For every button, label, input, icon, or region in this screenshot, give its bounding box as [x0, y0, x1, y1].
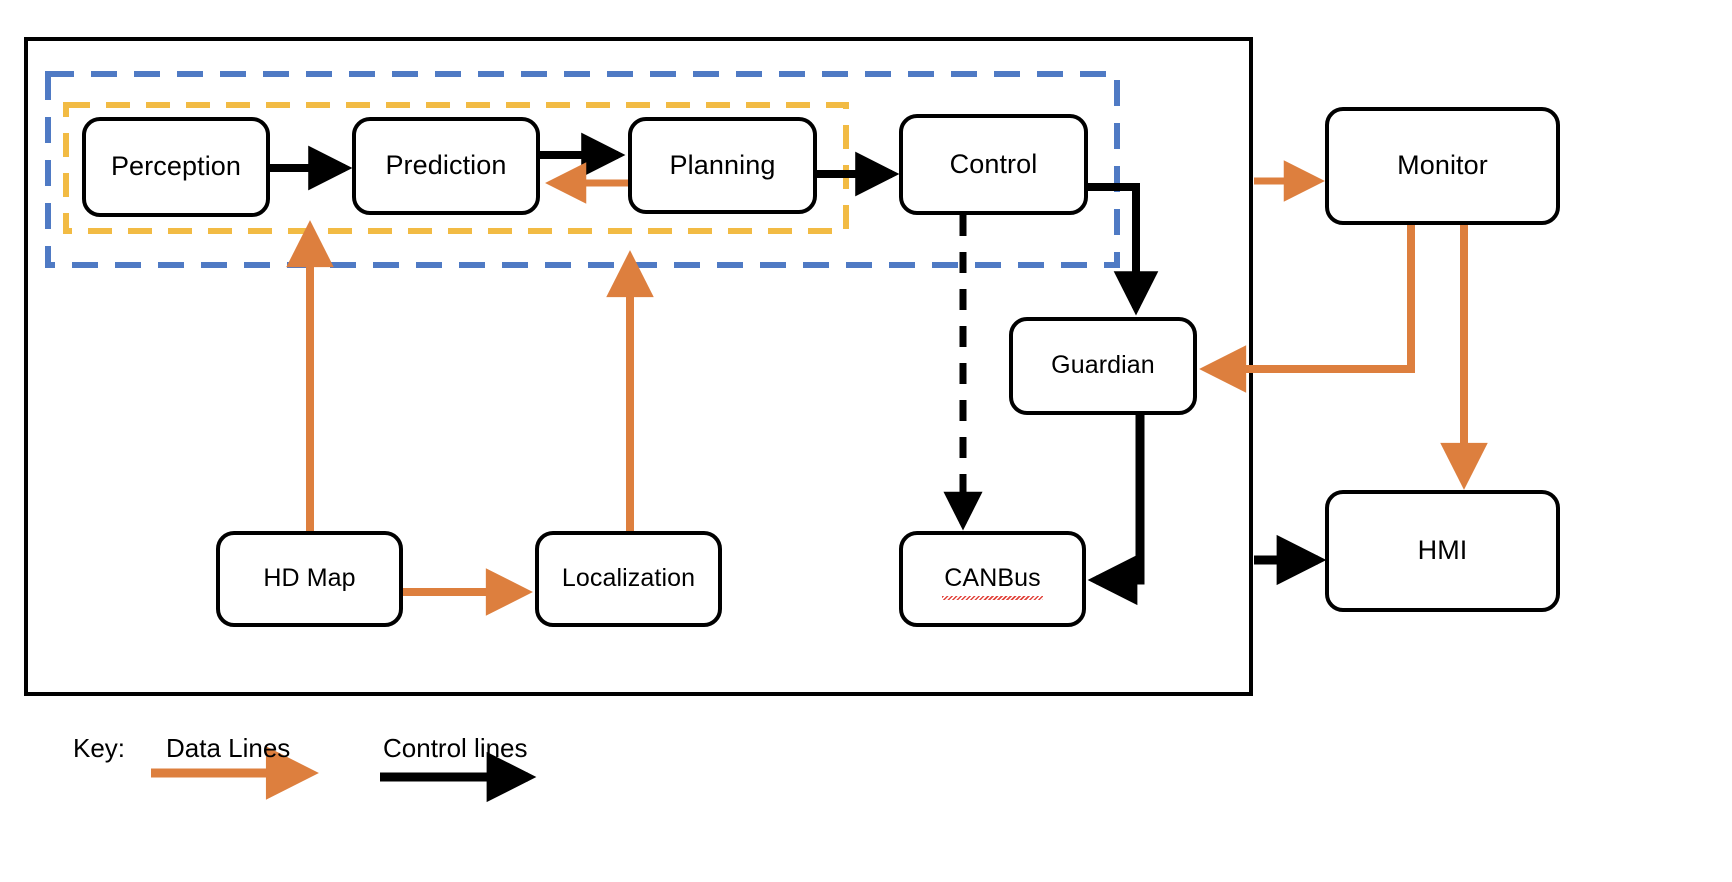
node-prediction-label: Prediction: [385, 150, 507, 181]
edge-monitor-to-guardian: [1199, 224, 1415, 393]
blue-dashed-group-rect: [45, 71, 1120, 268]
node-guardian[interactable]: Guardian: [1009, 317, 1197, 415]
node-control-label: Control: [949, 148, 1038, 179]
edge-control-to-guardian: [1088, 183, 1159, 316]
node-control[interactable]: Control: [899, 114, 1088, 215]
node-guardian-label: Guardian: [1051, 351, 1155, 380]
node-hmi[interactable]: HMI: [1325, 490, 1560, 612]
node-canbus[interactable]: CANBus: [899, 531, 1086, 627]
node-localization[interactable]: Localization: [535, 531, 722, 627]
key-title: Key:: [73, 733, 126, 763]
edge-guardian-to-canbus: [1087, 414, 1145, 606]
node-hmi-label: HMI: [1417, 535, 1468, 566]
node-canbus-label: CANBus: [942, 564, 1044, 600]
node-perception-label: Perception: [110, 151, 242, 182]
node-prediction[interactable]: Prediction: [352, 117, 540, 215]
node-monitor[interactable]: Monitor: [1325, 107, 1560, 225]
node-planning-label: Planning: [669, 149, 776, 180]
node-monitor-label: Monitor: [1397, 150, 1488, 181]
node-perception[interactable]: Perception: [82, 117, 270, 217]
key-data-lines-label: Data Lines: [166, 733, 291, 763]
yellow-dashed-group-rect: [63, 102, 849, 234]
node-hd-map[interactable]: HD Map: [216, 531, 403, 627]
node-localization-label: Localization: [561, 564, 696, 593]
key-control-lines-label: Control lines: [383, 733, 528, 763]
node-planning[interactable]: Planning: [628, 117, 817, 214]
node-hd-map-label: HD Map: [263, 564, 356, 593]
